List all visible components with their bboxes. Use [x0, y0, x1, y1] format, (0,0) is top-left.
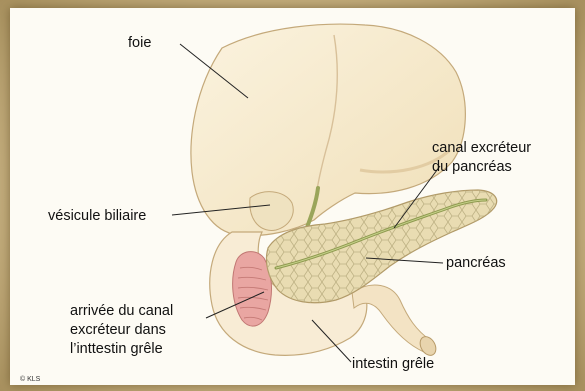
label-vesicule: vésicule biliaire	[48, 207, 146, 226]
label-arrivee-line2: excréteur dans	[70, 321, 173, 340]
label-pancreas: pancréas	[446, 254, 506, 273]
label-canal-line1: canal excréteur	[432, 139, 531, 158]
label-foie: foie	[128, 34, 151, 53]
label-arrivee-line1: arrivée du canal	[70, 302, 173, 321]
label-arrivee: arrivée du canal excréteur dans l’inttes…	[70, 302, 173, 359]
copyright-credit: © KLS	[20, 376, 40, 383]
label-intestin: intestin grêle	[352, 355, 434, 374]
label-canal-line2: du pancréas	[432, 158, 531, 177]
label-arrivee-line3: l’inttestin grêle	[70, 340, 173, 359]
label-canal-excreteur: canal excréteur du pancréas	[432, 139, 531, 177]
